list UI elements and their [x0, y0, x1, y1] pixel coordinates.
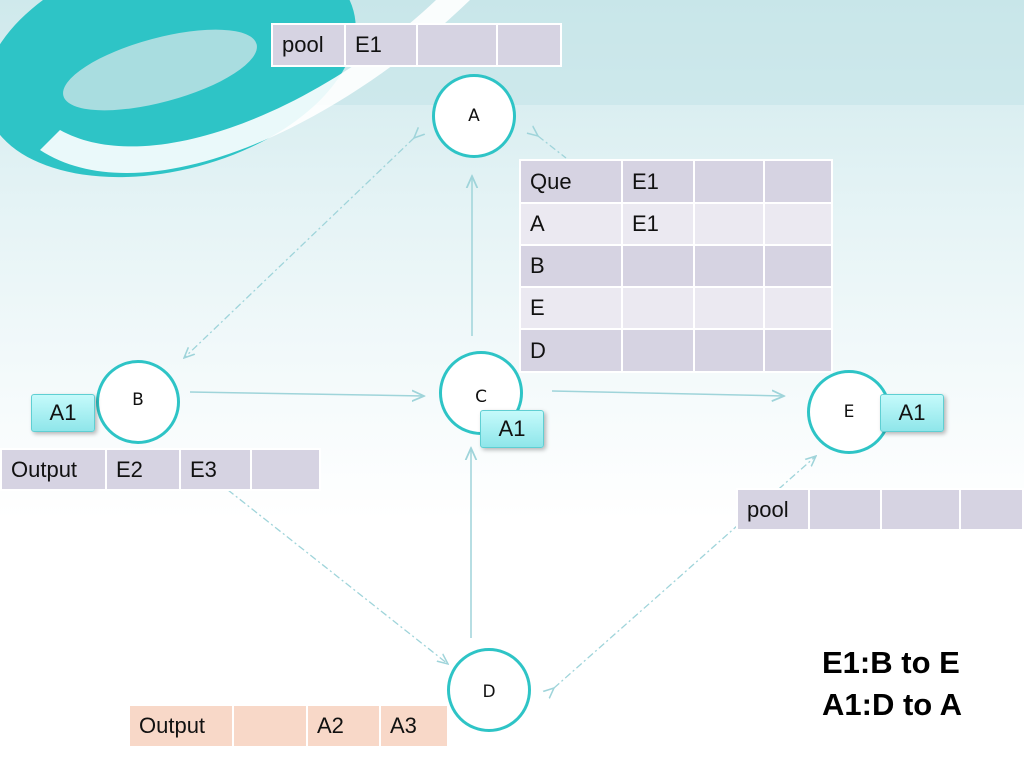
table-row: Output E2 E3 — [0, 448, 321, 491]
node-d-label: D — [482, 682, 496, 702]
legend: E1:B to E A1:D to A — [822, 642, 962, 726]
table-cell: E1 — [621, 159, 695, 204]
table-cell: E — [519, 286, 623, 330]
teal-ring-hole — [63, 29, 257, 111]
table-cell: A2 — [306, 704, 381, 748]
table-cell: E3 — [179, 448, 252, 491]
table-cell — [621, 286, 695, 330]
table-cell — [621, 244, 695, 288]
table-cell — [693, 202, 765, 246]
table-cell — [763, 328, 833, 373]
tag-b-a1: A1 — [31, 394, 95, 432]
legend-line-2: A1:D to A — [822, 687, 963, 722]
table-cell — [763, 159, 833, 204]
table-cell — [959, 488, 1024, 531]
table-cell: Que — [519, 159, 623, 204]
node-c-label: C — [475, 387, 487, 407]
edge-b-d-dashed — [227, 489, 448, 664]
table-row: Output A2 A3 — [128, 704, 449, 748]
table-row: B — [519, 244, 833, 288]
output-table-b: Output E2 E3 — [0, 448, 321, 491]
table-cell: E2 — [105, 448, 181, 491]
node-a: A — [432, 74, 516, 158]
legend-line-1: E1:B to E — [822, 645, 960, 680]
table-row: pool E1 — [271, 23, 562, 67]
tag-c-a1: A1 — [480, 410, 544, 448]
table-cell: pool — [271, 23, 346, 67]
node-a-label: A — [468, 106, 480, 126]
output-table-d: Output A2 A3 — [128, 704, 449, 748]
table-cell — [693, 286, 765, 330]
tag-e-a1: A1 — [880, 394, 944, 432]
edge-b-to-c — [189, 392, 424, 396]
table-cell — [232, 704, 308, 748]
table-cell — [693, 159, 765, 204]
table-cell: Output — [0, 448, 107, 491]
node-b-label: B — [132, 390, 144, 410]
node-b: B — [96, 360, 180, 444]
node-d: D — [447, 648, 531, 732]
table-row: D — [519, 328, 833, 373]
node-e-label: E — [843, 402, 855, 422]
table-cell — [693, 328, 765, 373]
table-row: A E1 — [519, 202, 833, 246]
table-cell: A — [519, 202, 623, 246]
pool-table-a: pool E1 — [271, 23, 562, 67]
node-e: E — [807, 370, 891, 454]
table-cell: E1 — [344, 23, 418, 67]
table-cell — [880, 488, 962, 531]
table-cell — [763, 202, 833, 246]
table-row: E — [519, 286, 833, 330]
table-cell: pool — [736, 488, 810, 531]
table-cell: E1 — [621, 202, 695, 246]
pool-table-e: pool — [736, 488, 1024, 531]
table-cell — [693, 244, 765, 288]
edge-a-b-dashed — [184, 138, 414, 358]
table-row: pool — [736, 488, 1024, 531]
edge-a-que-dashed — [538, 136, 567, 159]
table-cell — [763, 286, 833, 330]
table-cell — [807, 488, 883, 531]
table-cell — [416, 23, 498, 67]
table-cell: D — [519, 328, 623, 373]
table-cell — [496, 23, 562, 67]
table-cell — [763, 244, 833, 288]
table-cell: B — [519, 244, 623, 288]
que-table: Que E1 A E1 B E D — [519, 159, 833, 373]
table-cell: A3 — [379, 704, 449, 748]
table-cell — [621, 328, 695, 373]
table-cell: Output — [128, 704, 234, 748]
table-row: Que E1 — [519, 159, 833, 204]
edge-c-to-e — [551, 391, 784, 396]
table-cell — [250, 448, 321, 491]
